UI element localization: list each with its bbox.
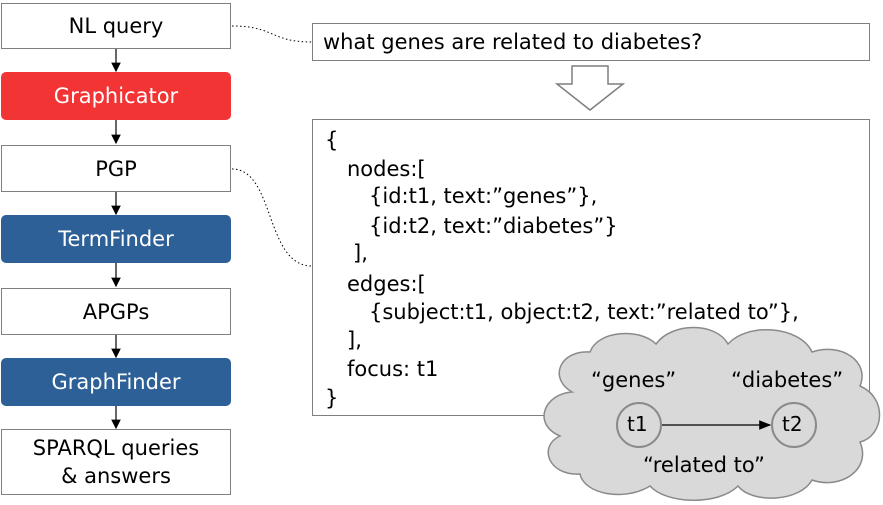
termfinder-label: TermFinder xyxy=(58,227,174,251)
apgps-box: APGPs xyxy=(1,288,231,335)
query-text: what genes are related to diabetes? xyxy=(323,30,703,54)
code-line: ], xyxy=(347,328,362,352)
cloud-shape xyxy=(543,326,881,501)
code-line: focus: t1 xyxy=(347,357,439,381)
apgps-label: APGPs xyxy=(82,299,150,324)
node2-id: t2 xyxy=(782,412,803,436)
graphfinder-label: GraphFinder xyxy=(51,370,181,394)
edge-label: “related to” xyxy=(643,453,765,477)
code-line: {id:t1, text:”genes”}, xyxy=(369,184,598,208)
code-line: { xyxy=(325,128,339,152)
sparql-label-line1: SPARQL queries xyxy=(32,436,200,460)
nl-query-label: NL query xyxy=(68,14,164,38)
graphfinder-box: GraphFinder xyxy=(1,358,231,406)
graphicator-box: Graphicator xyxy=(1,72,231,120)
down-arrow-icon xyxy=(554,65,626,111)
graph-node-t2 xyxy=(771,402,817,448)
code-line: {subject:t1, object:t2, text:”related to… xyxy=(369,300,799,324)
sparql-box: SPARQL queries & answers xyxy=(1,429,231,495)
pgp-label: PGP xyxy=(95,156,137,181)
query-text-box: what genes are related to diabetes? xyxy=(312,23,870,61)
graph-node-t1 xyxy=(616,402,662,448)
nl-query-box: NL query xyxy=(1,3,231,49)
pgp-box: PGP xyxy=(1,145,231,192)
code-line: {id:t2, text:”diabetes”} xyxy=(369,214,618,238)
code-line: ], xyxy=(353,241,368,265)
sparql-label-line2: & answers xyxy=(61,464,171,488)
node1-label: “genes” xyxy=(591,368,677,392)
node2-label: “diabetes” xyxy=(731,368,844,392)
code-line: edges:[ xyxy=(347,272,426,296)
node1-id: t1 xyxy=(627,412,648,436)
termfinder-box: TermFinder xyxy=(1,215,231,263)
code-line: nodes:[ xyxy=(347,157,426,181)
graphicator-label: Graphicator xyxy=(53,84,179,108)
code-line: } xyxy=(325,386,339,410)
